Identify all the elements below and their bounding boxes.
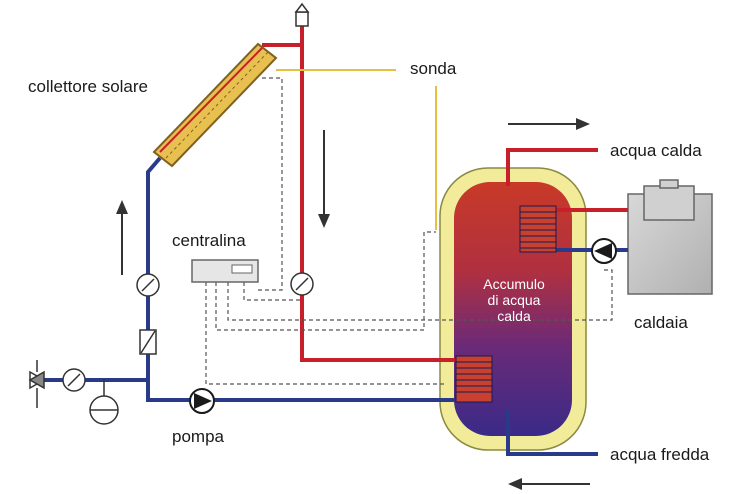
cold-water-pipe bbox=[506, 410, 598, 456]
label-boiler: caldaia bbox=[634, 313, 688, 332]
label-hot-water: acqua calda bbox=[610, 141, 702, 160]
air-vent-icon bbox=[294, 2, 310, 27]
solar-return-pipe bbox=[36, 156, 486, 402]
tank-label-line-2: di acqua bbox=[487, 292, 541, 308]
gauge-icon bbox=[62, 368, 86, 392]
tank-label: Accumulo di acqua calda bbox=[459, 276, 569, 324]
controller-unit bbox=[191, 259, 259, 283]
probe-wire bbox=[276, 69, 437, 230]
flow-arrow-left bbox=[508, 478, 590, 490]
safety-valve-icon bbox=[28, 360, 46, 408]
expansion-vessel-icon bbox=[89, 380, 119, 425]
label-probe: sonda bbox=[410, 59, 457, 78]
gauge-icon bbox=[136, 273, 160, 297]
hot-water-pipe bbox=[506, 148, 598, 186]
control-wires bbox=[205, 77, 613, 385]
label-controller: centralina bbox=[172, 231, 246, 250]
solar-flow-pipe bbox=[262, 25, 468, 362]
gauge-icon bbox=[290, 272, 314, 296]
label-solar-collector: collettore solare bbox=[28, 77, 149, 96]
check-valve-icon bbox=[139, 329, 157, 355]
tank-label-line-1: Accumulo bbox=[483, 276, 545, 292]
pump-icon bbox=[189, 388, 215, 414]
flow-arrow-down bbox=[318, 130, 330, 228]
flow-arrow-right bbox=[508, 118, 590, 130]
tank-label-line-3: calda bbox=[497, 308, 531, 324]
pump-icon bbox=[591, 238, 617, 264]
flow-arrow-up bbox=[116, 200, 128, 275]
upper-coil bbox=[519, 205, 557, 253]
lower-coil bbox=[455, 355, 493, 403]
boiler bbox=[627, 179, 713, 295]
label-pump: pompa bbox=[172, 427, 224, 446]
solar-collector bbox=[152, 42, 278, 168]
label-cold-water: acqua fredda bbox=[610, 445, 710, 464]
